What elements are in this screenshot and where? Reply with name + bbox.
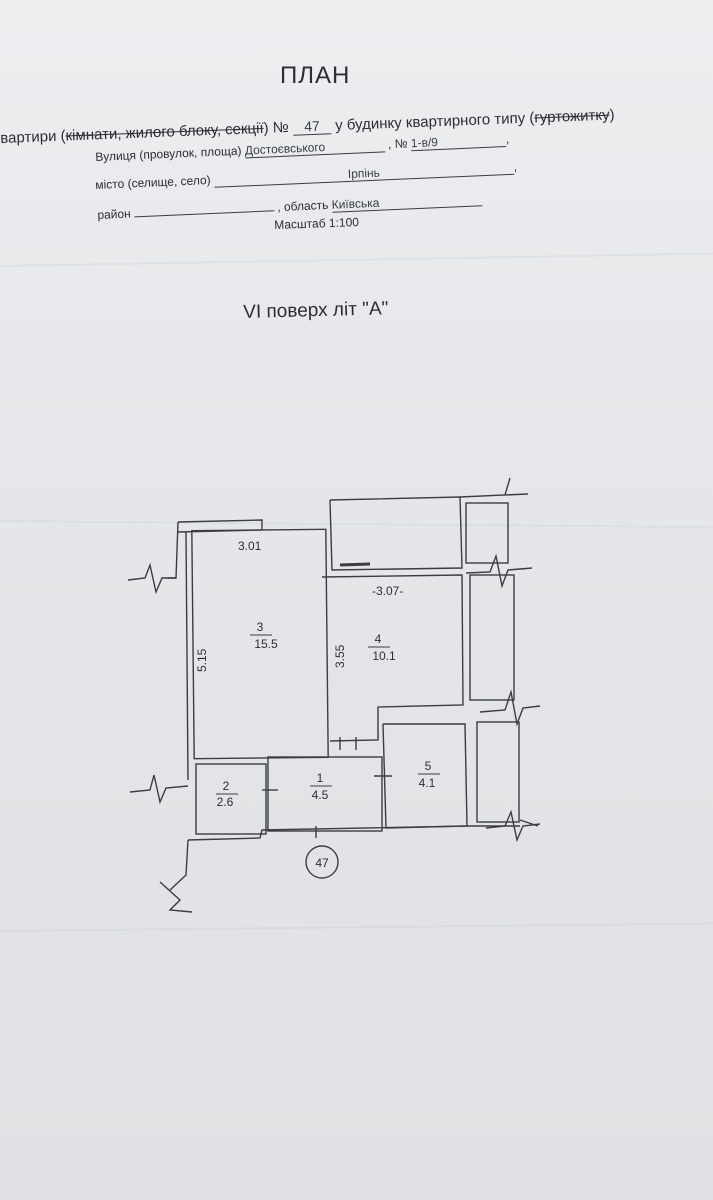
document-title: ПЛАН (280, 62, 351, 89)
room-3-outline (191, 528, 329, 760)
east-shaft-top (459, 477, 511, 498)
room-5-area: 4.1 (419, 776, 436, 790)
room-1-number: 1 (317, 771, 324, 785)
break-mark-east-low (485, 809, 541, 843)
apartment-number-circle (305, 845, 339, 879)
room-4-number: 4 (375, 632, 382, 646)
room-2-number: 2 (223, 779, 230, 793)
break-mark-west (127, 562, 176, 595)
room-1-area: 4.5 (312, 788, 329, 802)
room-5-number: 5 (425, 759, 432, 773)
plan-walls (127, 477, 541, 913)
plan-labels: 3.01 5.15 3.55 -3.07- 3 15.5 4 10.1 2 2.… (195, 539, 440, 870)
room-2-area: 2.6 (217, 795, 234, 809)
west-wall-inner (185, 531, 189, 781)
apartment-number-label: 47 (315, 856, 329, 870)
east-shaft-3 (476, 721, 520, 823)
east-shaft-2 (469, 574, 515, 701)
balcony-outline (329, 496, 463, 571)
dim-room3-width: 3.01 (238, 539, 262, 553)
dim-room4-length: 3.55 (333, 644, 347, 668)
balcony-door (339, 562, 371, 567)
west-wall-upper (168, 521, 179, 579)
break-mark-west-low (129, 774, 189, 805)
room-2-outline (195, 763, 267, 835)
south-wall (187, 825, 520, 841)
room-4-area: 10.1 (372, 649, 396, 663)
east-break (504, 493, 529, 496)
room-1-outline (267, 756, 383, 832)
room-3-number: 3 (257, 620, 264, 634)
dim-room3-length: 5.15 (195, 648, 209, 672)
room-3-area: 15.5 (254, 637, 278, 651)
east-shaft-1 (465, 502, 509, 564)
dim-room4-width: -3.07- (372, 584, 403, 598)
break-mark-east-mid (479, 689, 541, 727)
break-mark-east (465, 553, 533, 589)
room-4-outline (321, 574, 464, 742)
southwest-wall (169, 839, 189, 891)
break-mark-southwest (159, 881, 193, 913)
